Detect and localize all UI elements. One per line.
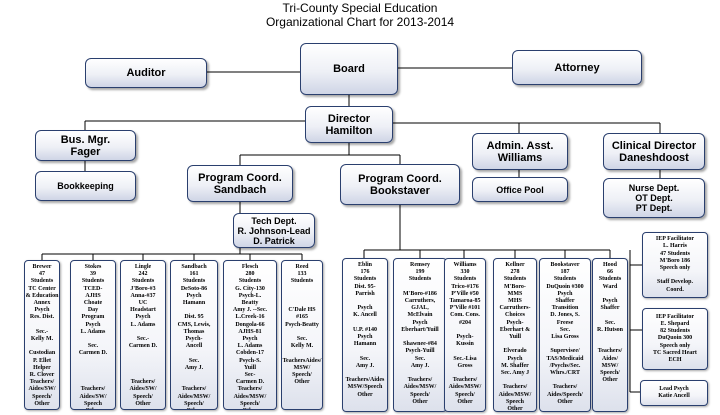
staff-column-williams: Williams 330 Students Trico-#176 P'Ville… (444, 258, 486, 412)
iep-facilitator-harris-box: IEP Facilitator L. Harris 47 Students M'… (642, 232, 708, 298)
staff-column-brewer: Brewer 47 Students TC Center & Education… (24, 260, 60, 410)
program-coord-sandbach-box: Program Coord. Sandbach (187, 165, 293, 202)
staff-column-hood: Hood 66 Students Ward Psych Shaffer Sec.… (592, 258, 628, 412)
staff-column-bookstaver: Bookstaver 187 Students DuQuoin #300 Psy… (539, 258, 591, 412)
auditor-box: Auditor (85, 58, 207, 88)
staff-column-stokes: Stokes 39 Students TCED- AJHS Choate Day… (70, 260, 116, 410)
staff-column-flesch: Flesch 280 Students G. City-130 Psych-L.… (223, 260, 277, 410)
staff-column-kellner: Kellner 278 Students M'Boro- MMS MHS Car… (493, 258, 537, 412)
iep-facilitator-shepard-box: IEP Facilitator E. Shepard 82 Students D… (642, 308, 708, 370)
chart-title-line2: Organizational Chart for 2013-2014 (265, 15, 455, 29)
staff-column-eblin: Eblin 176 Students Dist. 95- Parrish Psy… (342, 258, 388, 412)
chart-title-line1: Tri-County Special Education (282, 1, 438, 15)
staff-column-lingle: Lingle 242 Students J'Boro-#3 Anna-#37 U… (120, 260, 166, 410)
office-pool-box: Office Pool (472, 177, 568, 202)
admin-asst-box: Admin. Asst. Williams (472, 133, 568, 170)
board-box: Board (300, 43, 398, 95)
staff-column-remsey: Remsey 199 Students M'Boro-#186 Carruthe… (393, 258, 447, 412)
clinical-director-box: Clinical Director Daneshdoost (603, 133, 705, 170)
lead-psych-box: Lead Psych Katie Ancell (640, 380, 708, 406)
director-box: Director Hamilton (305, 106, 393, 143)
program-coord-bookstaver-box: Program Coord. Bookstaver (340, 164, 460, 205)
staff-column-reed: Reed 133 Students C'Dale HS #165 Psych-B… (281, 260, 323, 410)
staff-column-sandbach: Sandbach 161 Students DeSoto-86 Psych Ha… (170, 260, 218, 410)
bus-mgr-box: Bus. Mgr. Fager (35, 130, 136, 161)
tech-dept-box: Tech Dept. R. Johnson-Lead D. Patrick (233, 213, 315, 248)
nurse-box: Nurse Dept. OT Dept. PT Dept. (603, 178, 705, 218)
attorney-box: Attorney (512, 50, 642, 85)
bookkeeping-box: Bookkeeping (35, 171, 136, 201)
